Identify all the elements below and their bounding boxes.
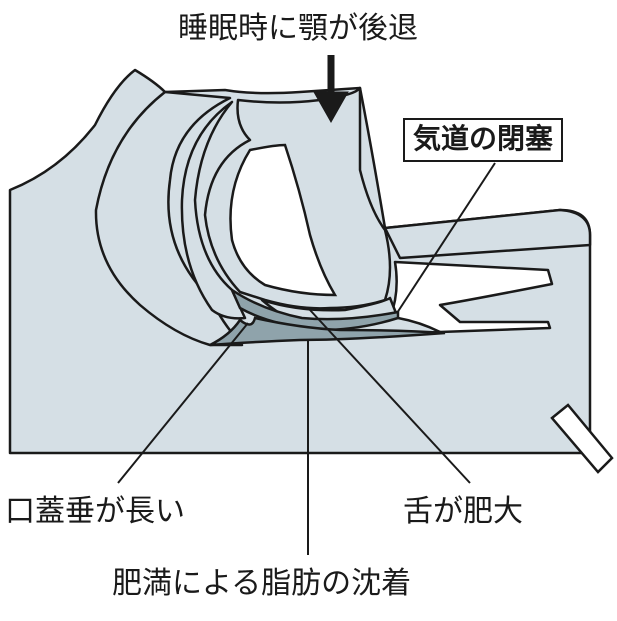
trachea-tube xyxy=(550,403,614,474)
fat-deposition-label: 肥満による脂肪の沈着 xyxy=(112,566,412,601)
leader-tongue xyxy=(309,309,471,484)
leader-airway xyxy=(396,162,496,314)
mouth-slit xyxy=(388,260,554,334)
soft-palate xyxy=(180,100,247,320)
hard-palate xyxy=(383,208,592,260)
uvula-label: 口蓋垂が長い xyxy=(5,494,185,529)
oral-cavity xyxy=(229,143,338,297)
tongue-label: 舌が肥大 xyxy=(403,494,523,529)
airway-obstruction-label: 気道の閉塞 xyxy=(403,118,564,162)
down-arrow-icon xyxy=(313,55,349,124)
top-caption: 睡眠時に顎が後退 xyxy=(178,11,418,46)
uvula-fat-region xyxy=(209,316,446,347)
leader-uvula xyxy=(117,322,249,484)
